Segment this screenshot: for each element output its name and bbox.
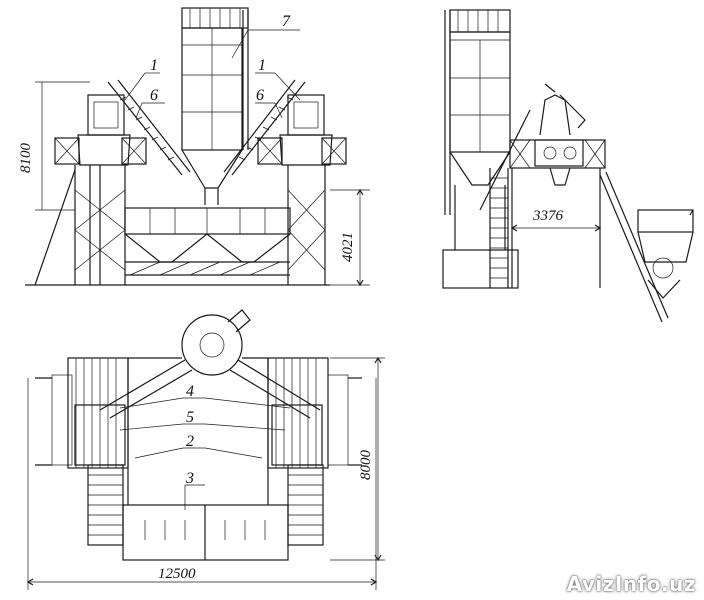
watermark: AvizInfo.uz (566, 572, 696, 596)
front-view (25, 7, 370, 287)
plan-view (26, 309, 385, 590)
dimension-4021: 4021 (340, 232, 356, 262)
label-6-left: 6 (150, 87, 158, 104)
label-1-right: 1 (258, 57, 266, 74)
label-1-left: 1 (150, 57, 158, 74)
label-2: 2 (186, 433, 194, 450)
dimension-3376: 3376 (532, 208, 564, 224)
label-4: 4 (186, 383, 194, 400)
side-view (442, 9, 694, 323)
dimension-8100: 8100 (18, 143, 34, 174)
label-3: 3 (185, 470, 194, 487)
label-7: 7 (282, 13, 291, 30)
dimension-12500: 12500 (158, 566, 196, 582)
label-6-right: 6 (256, 87, 264, 104)
label-5: 5 (186, 409, 194, 426)
dimension-8000: 8000 (358, 450, 374, 481)
